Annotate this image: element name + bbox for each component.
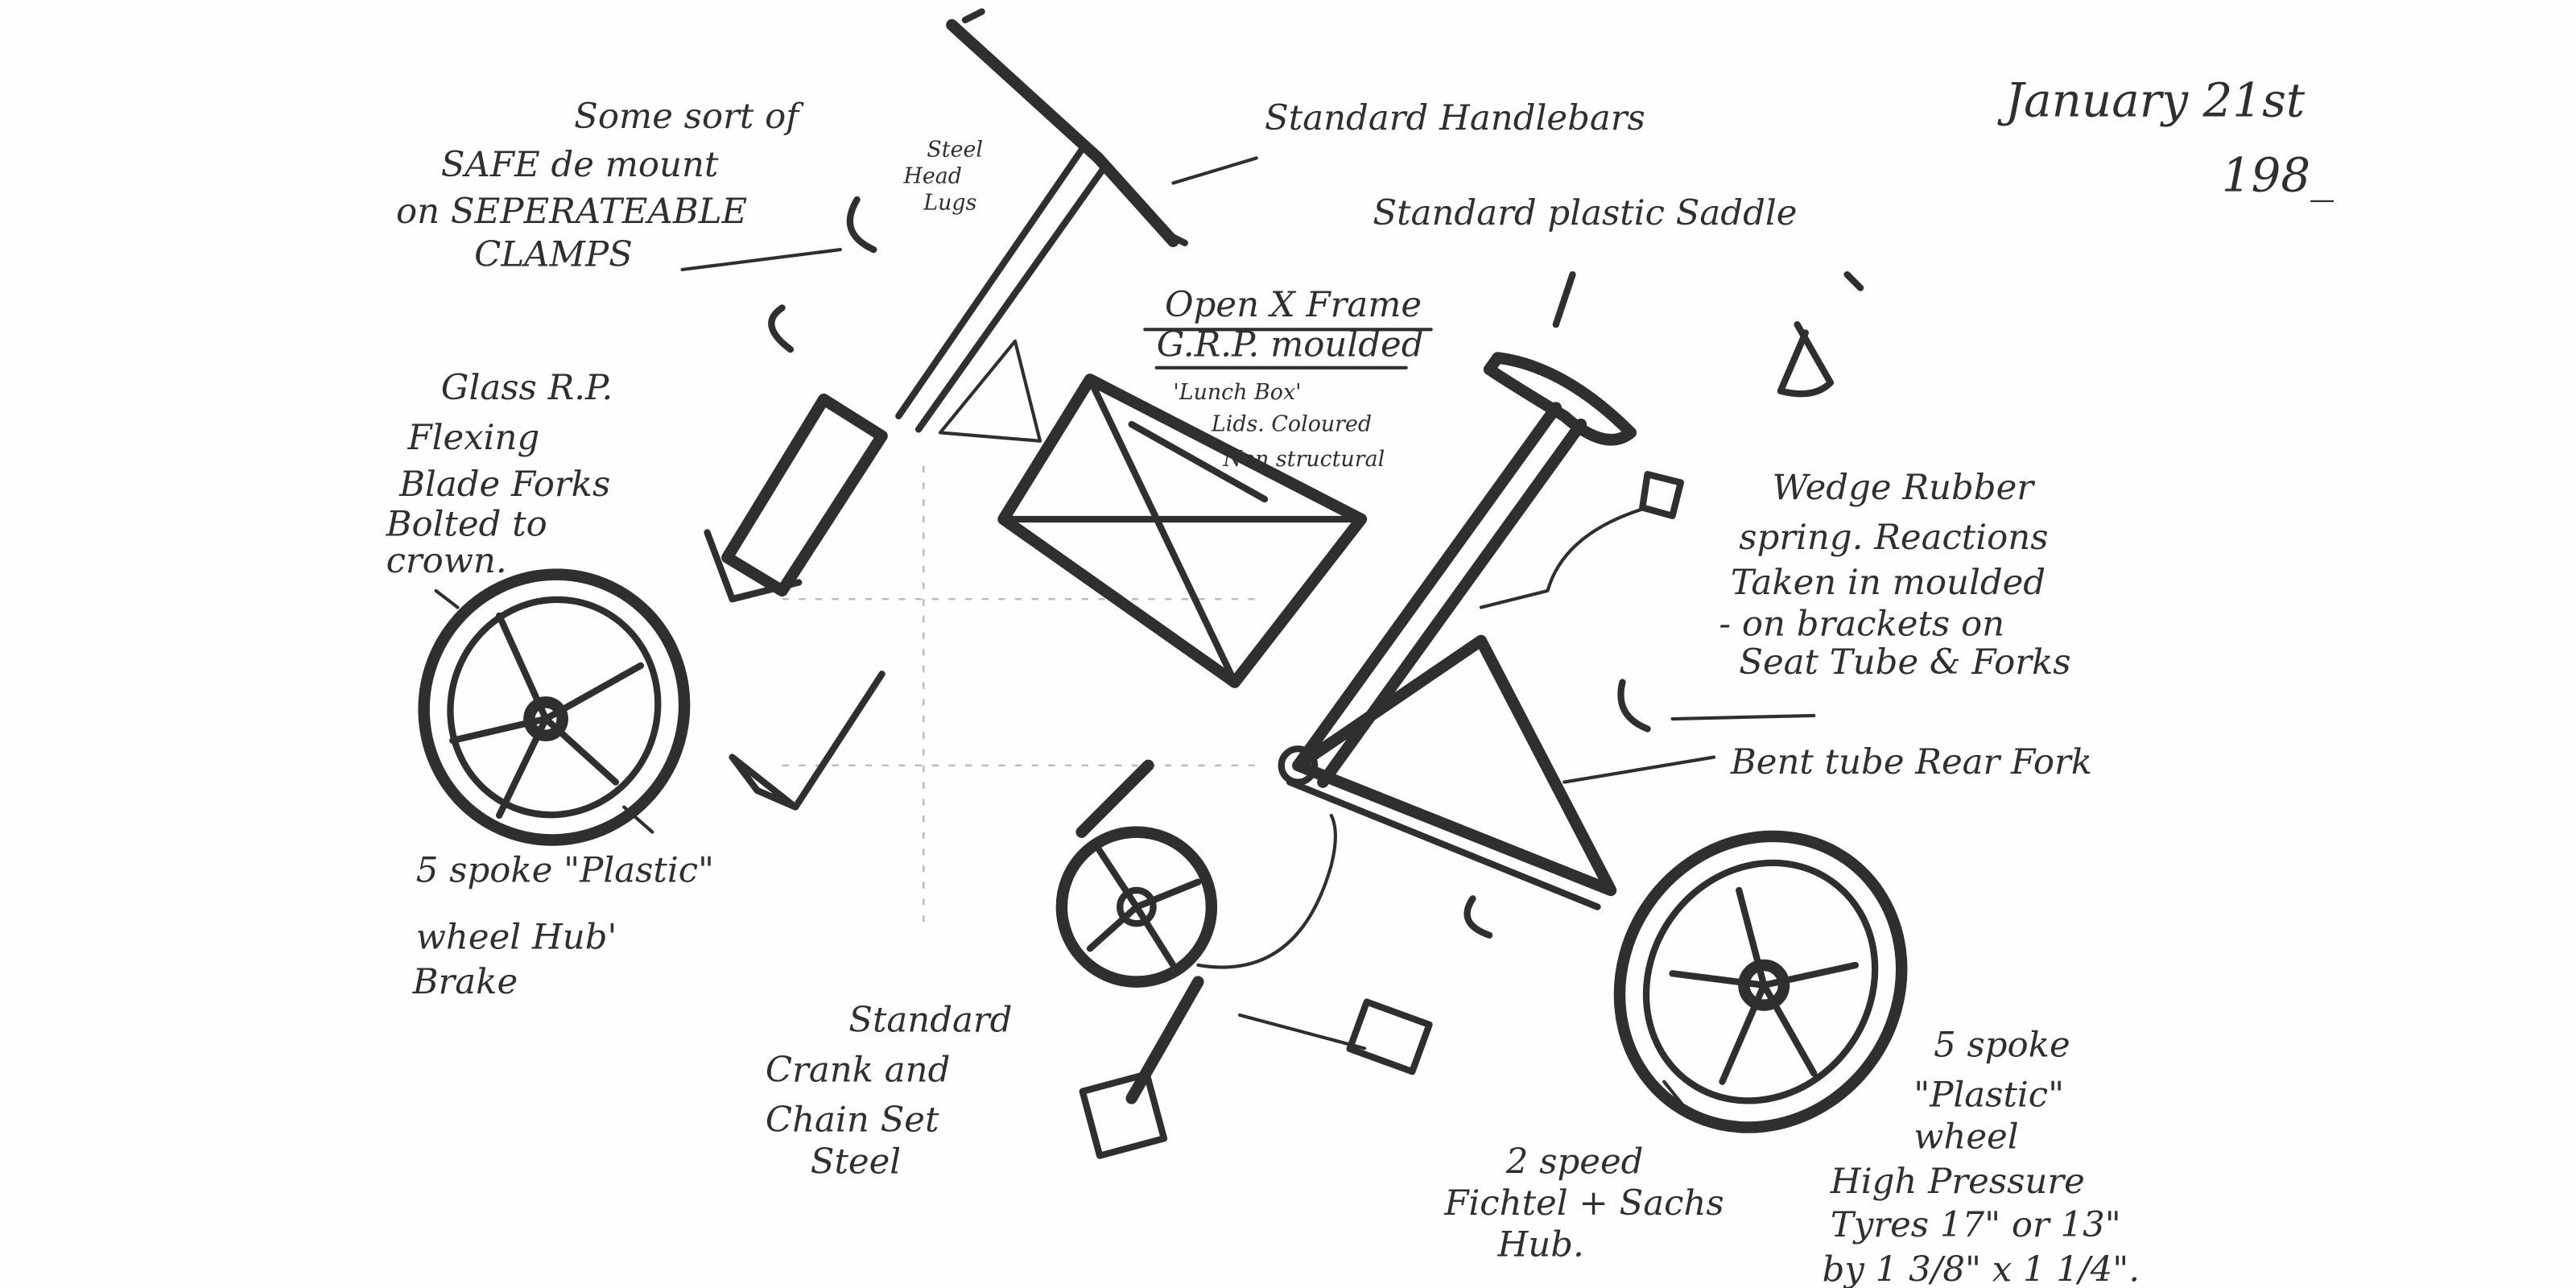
pedal-drawing — [729, 671, 886, 811]
note-line: Seat Tube & Forks — [1739, 642, 2070, 683]
date-line: January 21st — [1997, 73, 2306, 128]
faint-grid — [782, 465, 1265, 932]
note-line: Lids. Coloured — [1211, 411, 1372, 436]
note-line: Some sort of — [574, 97, 804, 137]
annotation-rear-fork: Bent tube Rear Fork — [1730, 742, 2092, 782]
annotation-rear-wheel: 5 spoke "Plastic" wheel High Pressure Ty… — [1823, 1026, 2140, 1288]
annotation-crank: Standard Crank and Chain Set Steel — [766, 1001, 1013, 1183]
note-line: by 1 3/8" x 1 1/4". — [1823, 1250, 2140, 1288]
annotation-frame: Open X Frame G.R.P. moulded 'Lunch Box' … — [1143, 285, 1433, 472]
date-line: 198_ — [2222, 148, 2334, 203]
rear-wheel-drawing — [1613, 830, 1908, 1133]
leader-lines — [434, 156, 1816, 1108]
note-line: on SEPERATEABLE — [396, 192, 747, 232]
small-parts-drawing — [1463, 270, 1864, 939]
note-line: Chain Set — [766, 1100, 939, 1141]
note-line: Tyres 17" or 13" — [1831, 1205, 2121, 1245]
note-line: spring. Reactions — [1739, 518, 2048, 558]
note-line: Taken in moulded — [1731, 563, 2046, 603]
note-line: Steel — [927, 137, 983, 162]
note-line: "Plastic" — [1913, 1075, 2064, 1116]
rear-fork-drawing — [1278, 634, 1617, 910]
note-line: crown. — [386, 541, 507, 581]
note-line: Crank and — [766, 1051, 951, 1091]
note-line: Glass R.P. — [441, 368, 613, 408]
handlebar-drawing — [895, 8, 1188, 433]
note-line: Hub. — [1496, 1225, 1583, 1265]
x-frame-drawing — [938, 339, 1368, 688]
note-line: Open X Frame — [1165, 285, 1422, 325]
note-line: 2 speed — [1505, 1141, 1644, 1182]
note-line: Blade Forks — [398, 464, 610, 505]
note-line: SAFE de mount — [441, 145, 719, 185]
note-line: CLAMPS — [474, 235, 633, 275]
annotation-clamps: Some sort of SAFE de mount on SEPERATEAB… — [396, 97, 804, 275]
note-line: Standard — [848, 1001, 1012, 1041]
note-line: 5 spoke "Plastic" — [416, 851, 714, 891]
note-line: 5 spoke — [1934, 1026, 2070, 1066]
annotation-suspension: Wedge Rubber spring. Reactions Taken in … — [1719, 468, 2070, 683]
annotation-saddle: Standard plastic Saddle — [1373, 193, 1797, 233]
note-line: wheel — [1913, 1117, 2018, 1157]
note-line: Brake — [412, 962, 518, 1002]
front-wheel-drawing — [418, 568, 691, 846]
note-line: Bolted to — [386, 505, 547, 545]
note-line: Wedge Rubber — [1773, 468, 2036, 508]
note-line: Lugs — [923, 190, 976, 215]
annotation-forks: Glass R.P. Flexing Blade Forks Bolted to… — [386, 368, 613, 581]
note-line: High Pressure — [1830, 1162, 2085, 1202]
annotation-hub: 2 speed Fichtel + Sachs Hub. — [1443, 1141, 1724, 1265]
note-line: 'Lunch Box' — [1173, 380, 1301, 405]
annotation-head-lugs: Steel Head Lugs — [902, 137, 983, 215]
note-line: Steel — [811, 1141, 901, 1182]
annotation-front-wheel: 5 spoke "Plastic" wheel Hub' Brake — [412, 851, 714, 1003]
fork-blade-drawing — [704, 196, 888, 603]
date: January 21st 198_ — [1997, 73, 2334, 203]
note-line: wheel Hub' — [416, 917, 617, 957]
chainring-drawing — [1055, 759, 1433, 1159]
annotation-handlebars: Standard Handlebars — [1265, 98, 1645, 138]
note-line: Non structural — [1222, 447, 1385, 472]
note-line: Head — [902, 163, 962, 188]
note-line: G.R.P. moulded — [1157, 324, 1424, 365]
note-line: Flexing — [407, 418, 539, 458]
note-line: - on brackets on — [1719, 605, 2004, 645]
note-line: Fichtel + Sachs — [1443, 1183, 1724, 1224]
